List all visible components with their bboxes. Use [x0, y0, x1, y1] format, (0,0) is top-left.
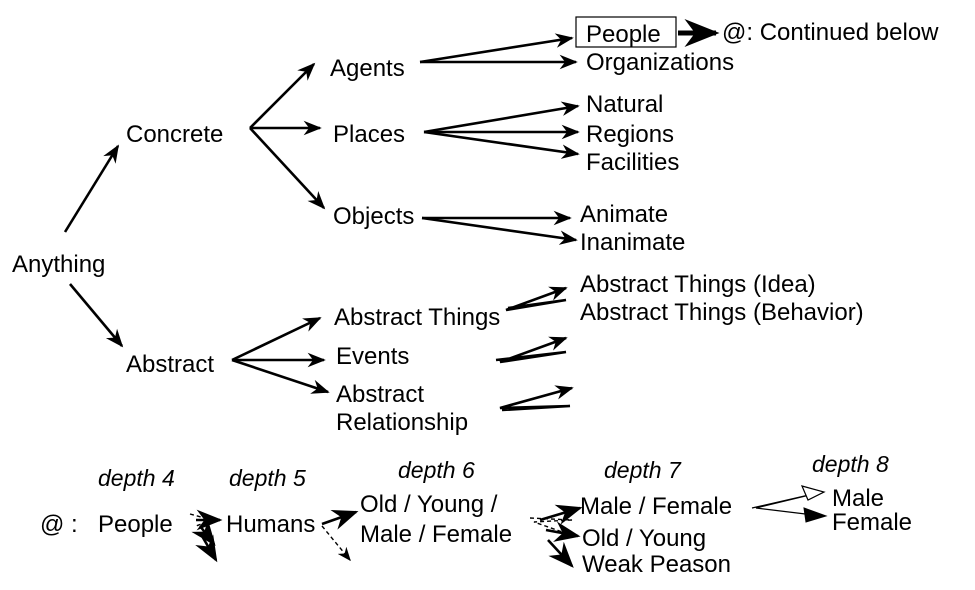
lower-depth7-old-young: Old / Young — [582, 525, 706, 552]
edge-depth7-depth8-open — [751, 491, 823, 517]
node-abstract: Abstract — [126, 351, 214, 378]
lower-depth8-male: Male — [832, 485, 884, 512]
edge-people-humans-d — [195, 534, 218, 563]
node-facilities: Facilities — [586, 149, 679, 176]
edge-humans-depth6 — [321, 509, 359, 530]
node-people: People — [586, 21, 661, 48]
edge-humans-depth6-dashed — [321, 525, 351, 562]
edge-relationship-zigzag — [499, 385, 574, 412]
depth-5-label: depth 5 — [229, 465, 306, 491]
node-places: Places — [333, 121, 405, 148]
node-concrete: Concrete — [126, 121, 223, 148]
depth-6-label: depth 6 — [398, 457, 475, 483]
node-abstract-relationship-line1: Abstract — [336, 381, 424, 408]
upper-edges — [63, 19, 720, 412]
lower-depth8-female: Female — [832, 509, 912, 536]
node-continued-below: @: Continued below — [722, 19, 939, 46]
edge-abstract-abstract-things — [231, 316, 322, 362]
lower-depth6-line1: Old / Young / — [360, 491, 498, 518]
node-animate: Animate — [580, 201, 668, 228]
edge-depth8-female-head — [803, 507, 828, 523]
node-events: Events — [336, 343, 409, 370]
depth-8-label: depth 8 — [812, 451, 889, 477]
depth-7-label: depth 7 — [604, 457, 682, 483]
edge-depth6-male-female — [539, 504, 583, 525]
node-inanimate: Inanimate — [580, 229, 685, 256]
depth-labels: depth 4 depth 5 depth 6 depth 7 depth 8 — [98, 451, 889, 491]
edge-anything-concrete — [63, 144, 120, 233]
lower-depth7-male-female: Male / Female — [580, 493, 732, 520]
node-abstract-idea: Abstract Things (Idea) — [580, 271, 816, 298]
lower-people: People — [98, 511, 173, 538]
lower-humans: Humans — [226, 511, 315, 538]
depth-4-label: depth 4 — [98, 465, 175, 491]
edge-depth8-male-head — [800, 485, 826, 501]
node-anything: Anything — [12, 251, 105, 278]
edge-abstract-relationship — [231, 358, 330, 394]
node-abstract-behavior: Abstract Things (Behavior) — [580, 299, 864, 326]
edge-objects-inanimate — [421, 216, 578, 245]
edge-places-facilities — [423, 130, 580, 159]
edge-anything-abstract — [69, 283, 124, 348]
edge-depth6-weak — [547, 539, 574, 568]
edge-events-zigzag — [495, 336, 568, 364]
lower-labels: @ : People Humans Old / Young / Male / F… — [40, 485, 912, 578]
node-abstract-relationship-line2: Relationship — [336, 409, 468, 436]
people-highlight-box — [575, 16, 677, 48]
node-abstract-things: Abstract Things — [334, 304, 500, 331]
edge-depth6-depth7-dashed — [529, 517, 573, 535]
edge-people-humans-c — [191, 519, 216, 547]
edge-concrete-agents — [249, 62, 316, 129]
lower-depth7-weak: Weak Peason — [582, 551, 731, 578]
edge-places-natural — [423, 101, 580, 134]
edge-abstract-things-zigzag — [505, 286, 568, 312]
edge-agents-people — [419, 33, 574, 64]
upper-labels: Anything Concrete Abstract Agents Places… — [12, 19, 939, 436]
node-organizations: Organizations — [586, 49, 734, 76]
edge-concrete-objects — [249, 127, 326, 210]
node-regions: Regions — [586, 121, 674, 148]
lower-depth6-line2: Male / Female — [360, 521, 512, 548]
lower-at-marker: @ : — [40, 511, 78, 538]
node-objects: Objects — [333, 203, 414, 230]
edge-depth6-old-young — [545, 521, 581, 542]
lower-edges — [189, 485, 828, 568]
node-natural: Natural — [586, 91, 663, 118]
node-agents: Agents — [330, 55, 405, 82]
